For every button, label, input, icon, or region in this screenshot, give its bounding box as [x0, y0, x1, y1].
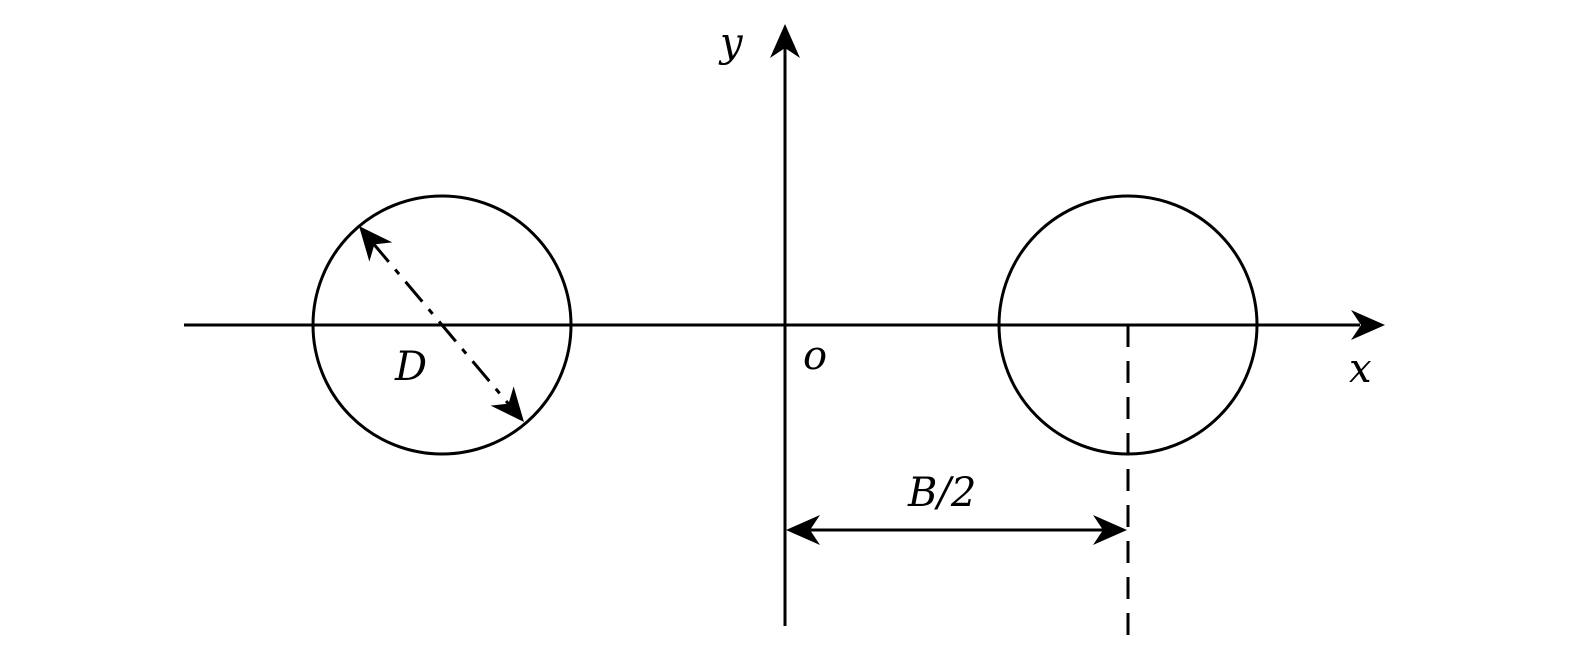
- diameter-dimension: [347, 216, 536, 432]
- y-axis-label: y: [718, 20, 744, 66]
- x-axis: [184, 310, 1385, 340]
- x-axis-label: x: [1349, 346, 1372, 392]
- origin-label: o: [803, 333, 827, 379]
- half-spacing-label: B/2: [907, 470, 976, 516]
- y-axis: [770, 24, 800, 626]
- left-circle: [311, 194, 573, 456]
- diameter-label: D: [394, 344, 427, 390]
- diameter-arrowhead-bottom: [490, 386, 536, 432]
- half-spacing-dimension: [786, 515, 1127, 545]
- diameter-arrowhead-top: [347, 216, 393, 262]
